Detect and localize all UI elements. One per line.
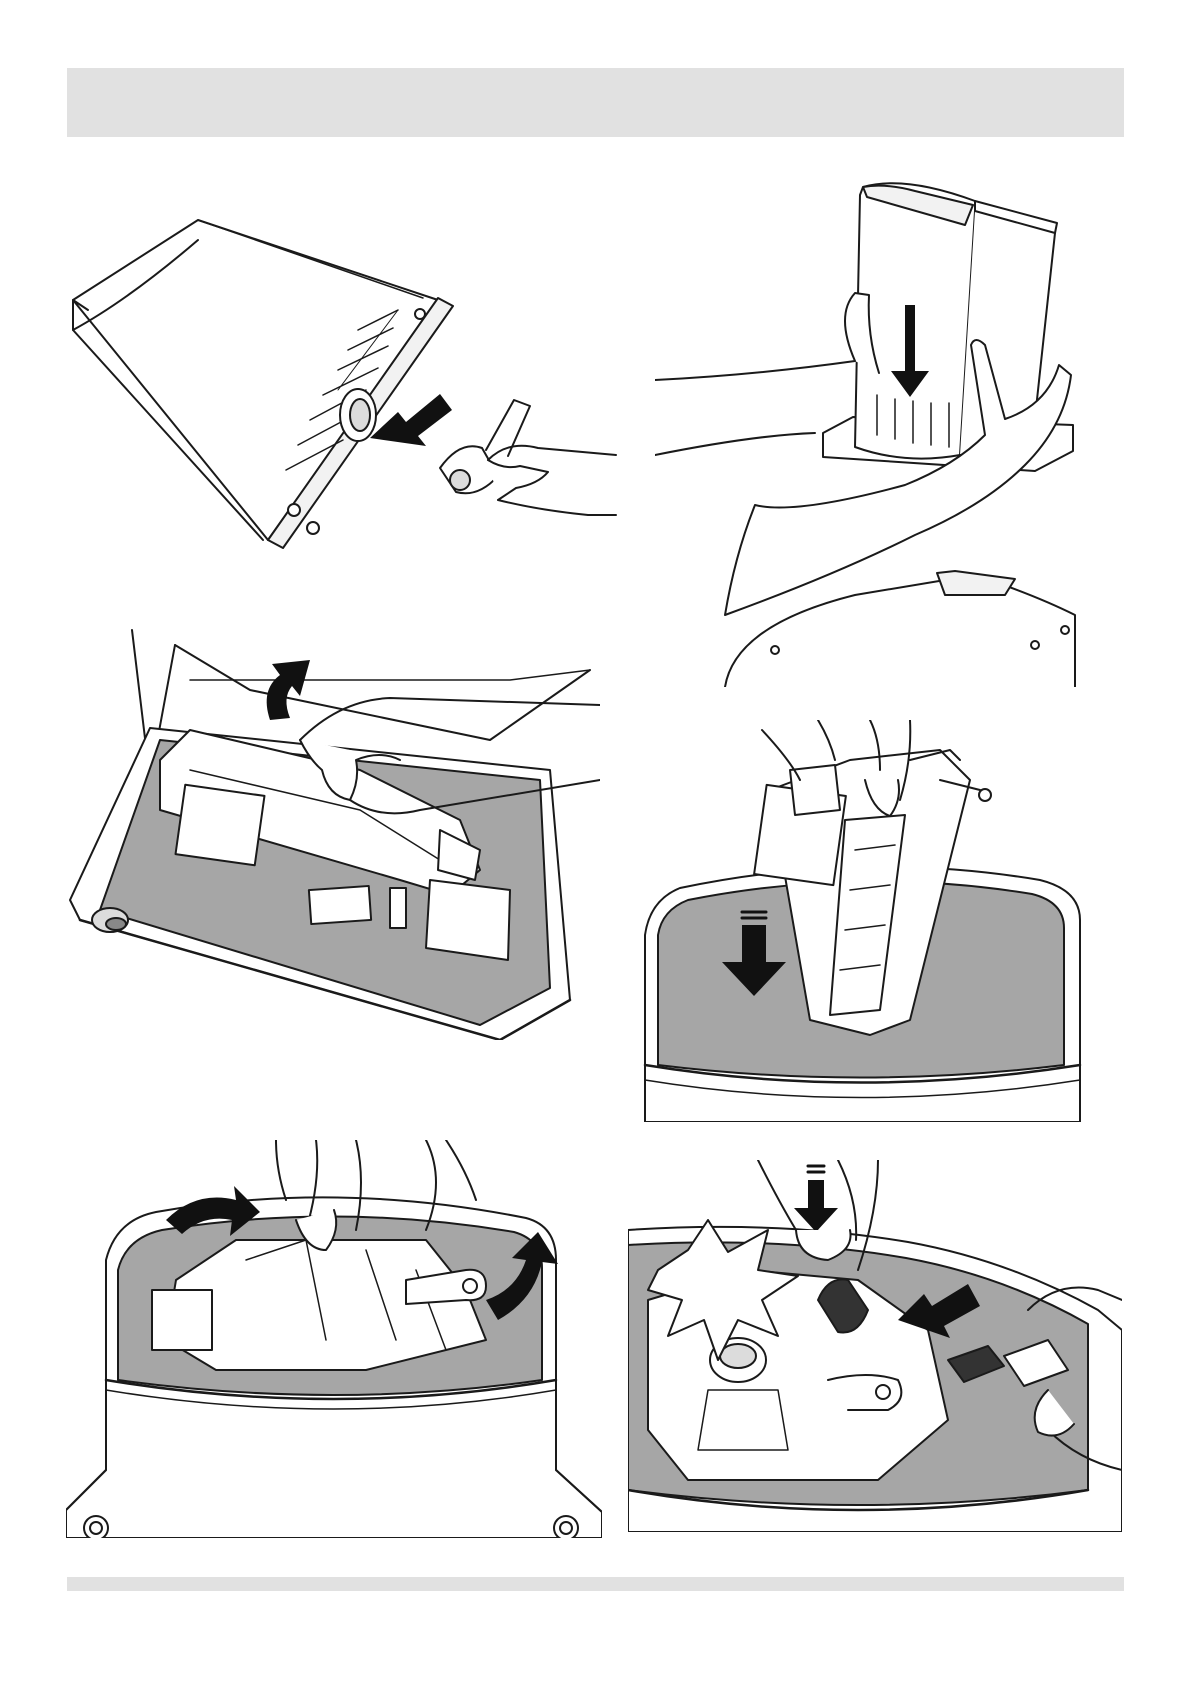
push-connector-click-illustration: [628, 1160, 1122, 1532]
header-band: [67, 68, 1124, 137]
footer-band: [67, 1577, 1124, 1591]
push-arrows-icon: [794, 1180, 838, 1232]
insert-unit-into-container-illustration: [640, 720, 1090, 1122]
rotate-up-arrow-icon: [267, 660, 310, 720]
insert-valve-into-tank-illustration: [68, 210, 628, 550]
rotate-levers-illustration: [66, 1140, 602, 1538]
lift-unit-from-box-illustration: [60, 620, 600, 1040]
lower-container-onto-base-illustration: [655, 175, 1095, 687]
